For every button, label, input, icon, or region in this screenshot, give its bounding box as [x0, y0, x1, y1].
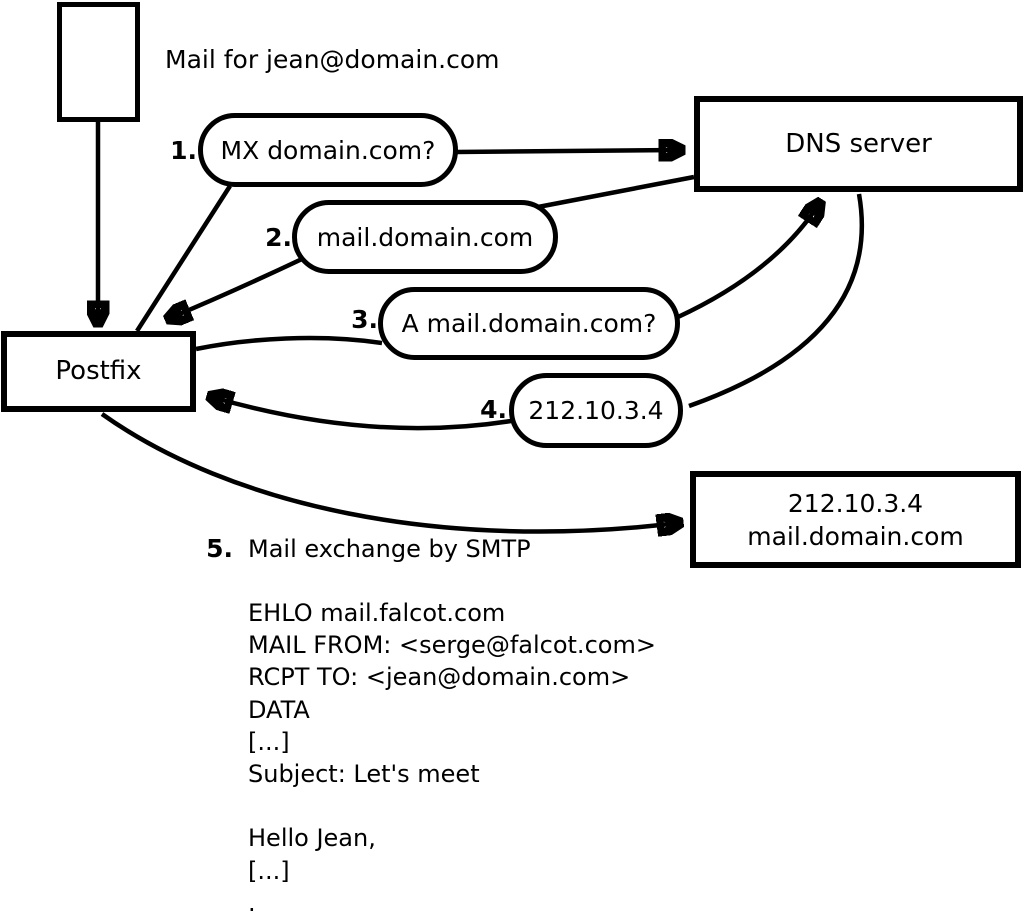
arrow-postfix-to-mailserver: [100, 412, 678, 532]
mail-server-ip: 212.10.3.4: [787, 488, 924, 518]
mail-message-box: [57, 2, 140, 122]
smtp-line-hello: Hello Jean,: [248, 824, 376, 853]
smtp-line-blank: [248, 790, 656, 822]
postfix-label: Postfix: [55, 356, 142, 386]
smtp-line-mail-from: MAIL FROM: <serge@falcot.com>: [248, 631, 656, 660]
smtp-session-transcript: EHLO mail.falcot.com MAIL FROM: <serge@f…: [248, 597, 656, 919]
smtp-line-end-dot: .: [248, 888, 256, 917]
reply-pill-ip-label: 212.10.3.4: [528, 396, 664, 425]
smtp-line-ellipsis-1: [...]: [248, 727, 290, 756]
query-pill-a-record: A mail.domain.com?: [378, 287, 680, 360]
smtp-line-subject: Subject: Let's meet: [248, 759, 480, 788]
line-postfix-to-query3: [195, 335, 383, 352]
diagram-title: Mail for jean@domain.com: [165, 45, 500, 74]
arrow-reply2-to-postfix: [170, 256, 303, 318]
query-pill-mx-label: MX domain.com?: [220, 135, 436, 165]
reply-pill-mail-domain: mail.domain.com: [292, 200, 558, 274]
line-postfix-to-query1: [135, 184, 232, 333]
arrow-query1-to-dns: [455, 150, 680, 152]
dns-server-node: DNS server: [694, 96, 1023, 192]
arrow-query3-to-dns: [677, 204, 819, 320]
step-number-3: 3.: [351, 305, 378, 334]
postfix-node: Postfix: [1, 331, 196, 412]
step-number-4: 4.: [480, 395, 507, 424]
step-number-5: 5.: [206, 534, 233, 563]
query-pill-mx: MX domain.com?: [198, 113, 458, 187]
line-dns-to-reply4: [688, 193, 865, 409]
reply-pill-ip: 212.10.3.4: [509, 373, 683, 448]
step-number-2: 2.: [265, 223, 292, 252]
line-dns-to-reply2: [537, 174, 695, 210]
smtp-line-ehlo: EHLO mail.falcot.com: [248, 599, 506, 627]
mail-server-hostname: mail.domain.com: [747, 521, 964, 551]
reply-pill-mail-domain-label: mail.domain.com: [316, 222, 534, 252]
mail-server-node: 212.10.3.4 mail.domain.com: [690, 471, 1021, 568]
smtp-line-ellipsis-2: [...]: [248, 856, 290, 885]
smtp-line-rcpt-to: RCPT TO: <jean@domain.com>: [248, 663, 631, 692]
smtp-line-data: DATA: [248, 695, 310, 724]
arrow-reply4-to-postfix: [212, 397, 512, 431]
step-number-1: 1.: [170, 136, 197, 165]
query-pill-a-record-label: A mail.domain.com?: [401, 309, 657, 338]
dns-server-label: DNS server: [785, 128, 932, 159]
step-5-label: Mail exchange by SMTP: [248, 535, 531, 563]
